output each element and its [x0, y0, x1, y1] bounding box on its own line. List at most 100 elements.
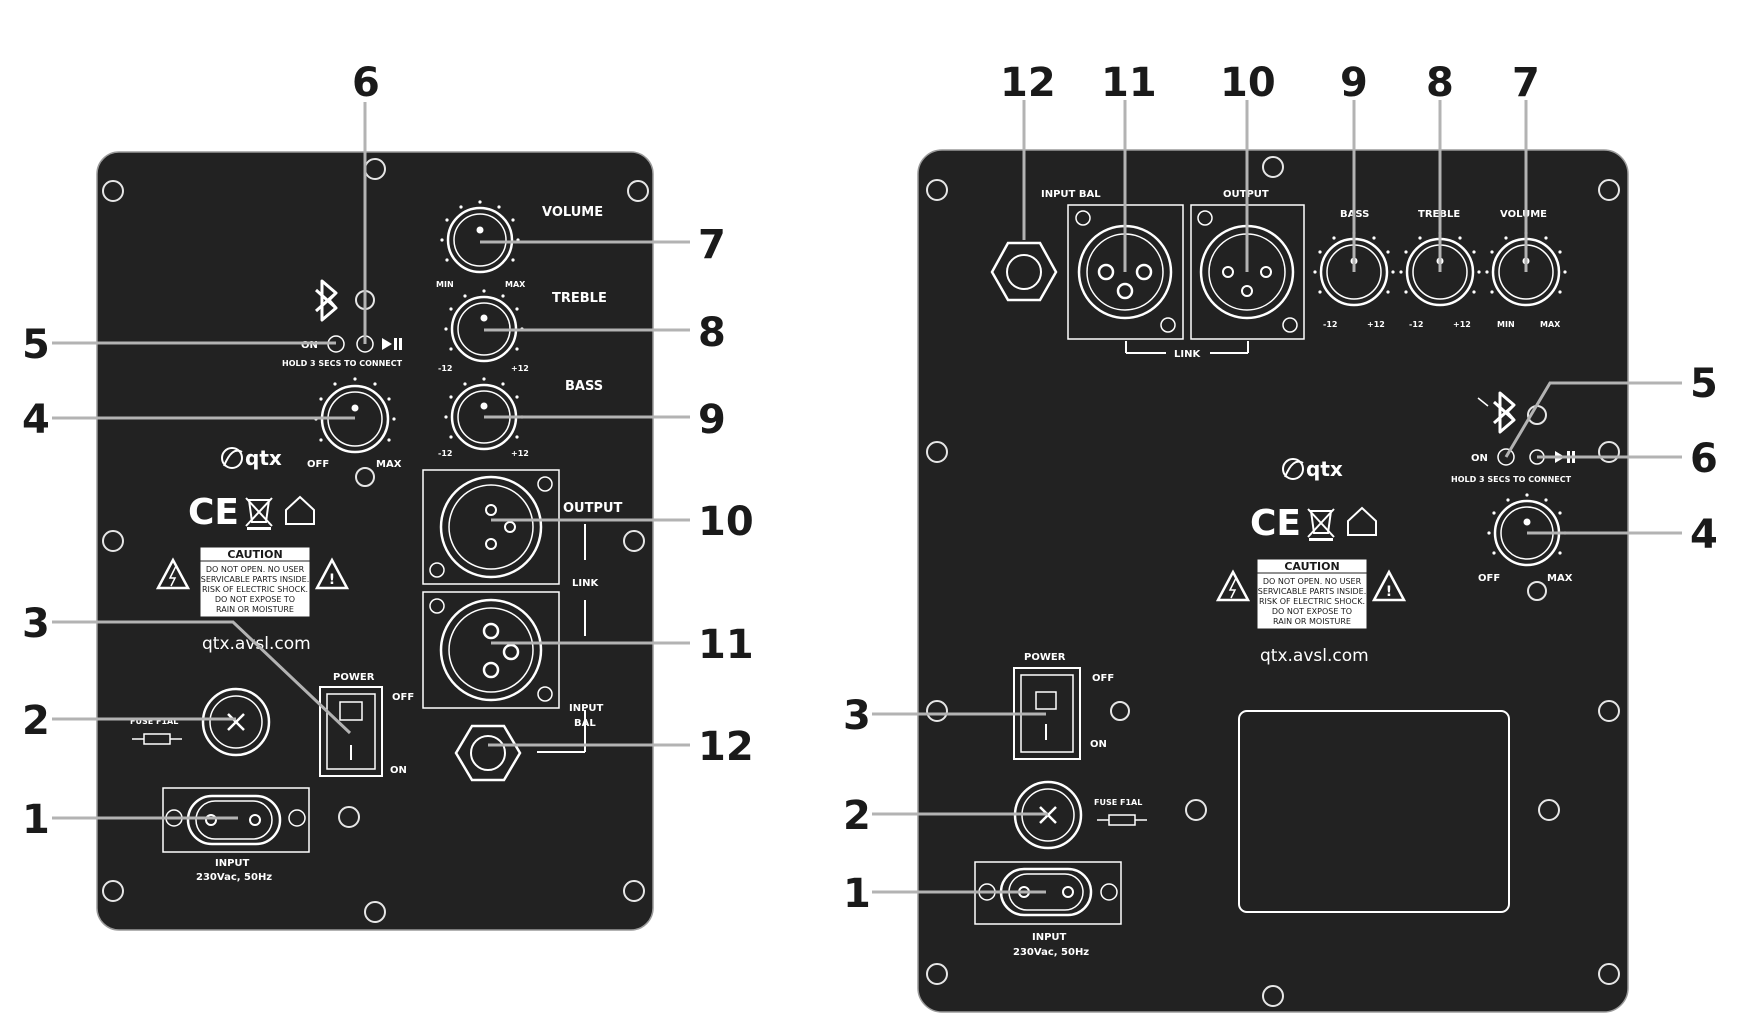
- callout-2: 2: [843, 793, 871, 839]
- callout-10: 10: [1220, 60, 1276, 106]
- label-min: MIN: [436, 280, 454, 289]
- label-off: OFF: [1092, 673, 1114, 684]
- label-input-spec: 230Vac, 50Hz: [196, 872, 272, 883]
- mounting-hole: [102, 180, 124, 202]
- callout-12: 12: [698, 724, 754, 770]
- mounting-hole: [926, 441, 948, 463]
- right-panel: INPUT BAL OUTPUT: [917, 149, 1629, 1013]
- label-minus12: -12: [1323, 320, 1337, 329]
- label-output: OUTPUT: [563, 501, 623, 516]
- label-minus12: -12: [438, 449, 452, 458]
- callout-6: 6: [352, 60, 380, 106]
- svg-text:DO NOT EXPOSE TO: DO NOT EXPOSE TO: [1272, 607, 1352, 616]
- svg-text:CAUTION: CAUTION: [227, 548, 282, 561]
- callout-4: 4: [22, 397, 50, 443]
- svg-text:CE: CE: [1250, 503, 1301, 544]
- left-gain-knob: OFF MAX: [307, 377, 402, 470]
- label-plus12: +12: [511, 449, 529, 458]
- high-voltage-warning-icon: [155, 557, 191, 590]
- svg-text:RAIN OR MOISTURE: RAIN OR MOISTURE: [216, 605, 294, 614]
- right-bluetooth-icon: [1477, 391, 1516, 434]
- left-xlr-output: OUTPUT: [422, 469, 623, 585]
- left-qtx-logo: qtx: [221, 446, 282, 470]
- left-link-bracket: LINK: [537, 524, 599, 753]
- mounting-hole: [926, 179, 948, 201]
- label-max: MAX: [1540, 320, 1561, 329]
- callout-11: 11: [698, 622, 754, 668]
- label-on: ON: [1090, 739, 1107, 750]
- weee-bin-icon: [245, 497, 273, 530]
- mounting-hole: [1538, 799, 1560, 821]
- mounting-hole: [623, 530, 645, 552]
- label-input-bal-1: INPUT: [569, 703, 604, 714]
- mounting-hole: [102, 880, 124, 902]
- indoor-use-icon: [285, 495, 315, 525]
- right-url: qtx.avsl.com: [1260, 646, 1369, 666]
- mounting-hole: [1527, 581, 1547, 601]
- mounting-hole: [623, 880, 645, 902]
- left-callouts: 1 2 3 4 5 6 7 8 9 10 11 12: [22, 60, 754, 843]
- callout-8: 8: [1426, 60, 1454, 106]
- label-fuse: FUSE F1AL: [130, 717, 178, 726]
- label-plus12: +12: [1367, 320, 1385, 329]
- play-pause-icon: [382, 338, 402, 350]
- label-power: POWER: [1024, 652, 1066, 663]
- left-caution-box: ! CAUTION DO NOT OPEN. NO USER SERVICABL…: [155, 546, 350, 618]
- label-hold: HOLD 3 SECS TO CONNECT: [282, 359, 403, 368]
- left-bluetooth-icon: [314, 279, 338, 322]
- weee-bin-icon: [1307, 508, 1335, 541]
- callout-1: 1: [843, 871, 871, 917]
- svg-text:RAIN OR MOISTURE: RAIN OR MOISTURE: [1273, 617, 1351, 626]
- label-min: MIN: [1497, 320, 1515, 329]
- fuse-icon: [132, 733, 182, 745]
- svg-text:RISK OF ELECTRIC SHOCK.: RISK OF ELECTRIC SHOCK.: [202, 585, 308, 594]
- svg-text:DO NOT OPEN. NO USER: DO NOT OPEN. NO USER: [1263, 577, 1362, 586]
- svg-text:DO NOT EXPOSE TO: DO NOT EXPOSE TO: [215, 595, 295, 604]
- label-off: OFF: [392, 692, 414, 703]
- warning-icon: [314, 557, 350, 590]
- mounting-hole: [338, 806, 360, 828]
- label-minus12: -12: [438, 364, 452, 373]
- left-power-switch: POWER OFF ON: [319, 672, 414, 777]
- fuse-icon: [1097, 814, 1147, 826]
- mounting-hole: [1262, 985, 1284, 1007]
- callout-3: 3: [843, 693, 871, 739]
- label-plus12: +12: [511, 364, 529, 373]
- warning-icon: [1371, 569, 1407, 602]
- label-max: MAX: [505, 280, 526, 289]
- callout-3: 3: [22, 601, 50, 647]
- svg-text:RISK OF ELECTRIC SHOCK.: RISK OF ELECTRIC SHOCK.: [1259, 597, 1365, 606]
- mounting-hole: [1598, 963, 1620, 985]
- label-max: MAX: [376, 459, 402, 470]
- mounting-hole: [364, 158, 386, 180]
- label-input: INPUT: [1032, 932, 1067, 943]
- left-panel: VOLUME MIN MAX TREBLE -12 +12: [96, 151, 654, 931]
- right-callouts: 12 11 10 9 8 7 5 6 4 3 2 1: [843, 60, 1718, 917]
- callout-7: 7: [1512, 60, 1540, 106]
- mounting-hole: [1185, 799, 1207, 821]
- mounting-hole: [926, 963, 948, 985]
- left-volume-knob: VOLUME MIN MAX: [436, 200, 603, 289]
- svg-text:SERVICABLE PARTS INSIDE.: SERVICABLE PARTS INSIDE.: [201, 575, 310, 584]
- label-off: OFF: [1478, 573, 1500, 584]
- callout-4: 4: [1690, 512, 1718, 558]
- right-link-bracket: LINK: [1125, 341, 1249, 360]
- mounting-hole: [1110, 701, 1130, 721]
- high-voltage-warning-icon: [1215, 569, 1251, 602]
- callout-10: 10: [698, 499, 754, 545]
- svg-text:SERVICABLE PARTS INSIDE.: SERVICABLE PARTS INSIDE.: [1258, 587, 1367, 596]
- callout-11: 11: [1101, 60, 1157, 106]
- callout-7: 7: [698, 222, 726, 268]
- mounting-hole: [1262, 156, 1284, 178]
- label-volume: VOLUME: [1500, 209, 1547, 220]
- callout-2: 2: [22, 698, 50, 744]
- mounting-hole: [355, 467, 375, 487]
- label-treble: TREBLE: [552, 291, 607, 306]
- left-jack-input: [454, 724, 522, 782]
- label-bass: BASS: [565, 379, 603, 394]
- label-power: POWER: [333, 672, 375, 683]
- svg-text:CE: CE: [188, 492, 239, 533]
- mounting-hole: [1598, 179, 1620, 201]
- mounting-hole: [926, 700, 948, 722]
